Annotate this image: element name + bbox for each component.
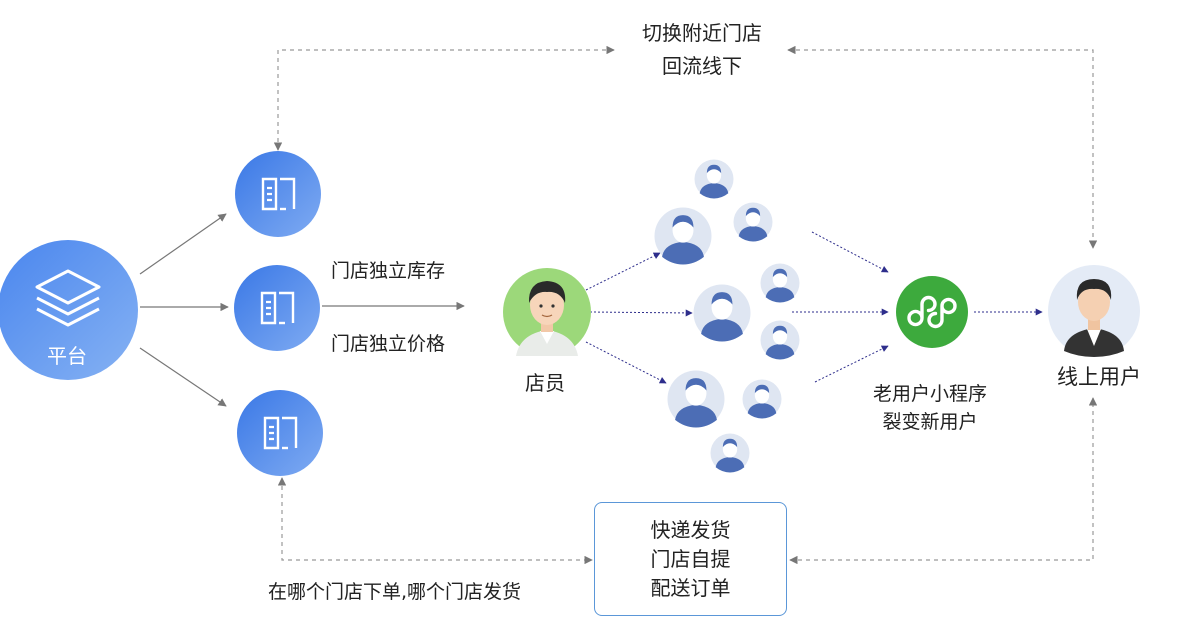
dashed-link-top-right: [787, 45, 1098, 249]
arrow-group3-mini: [814, 345, 889, 383]
online-user-node: [1048, 265, 1140, 357]
user-avatar-icon: [654, 207, 712, 265]
miniprogram-icon: [907, 295, 957, 329]
fulfillment-box: 快递发货 门店自提 配送订单: [594, 502, 787, 616]
dashed-link-bottom-right: [789, 397, 1098, 565]
user-avatar-icon: [694, 159, 734, 199]
user-avatar-icon: [760, 320, 800, 360]
clerk-avatar-icon: [516, 281, 578, 356]
store-node-2: [234, 265, 320, 351]
user-avatar-icon: [760, 263, 800, 303]
miniprogram-node: [896, 276, 968, 348]
user-avatar-icon: [693, 284, 751, 342]
top-label-line2: 回流线下: [662, 54, 742, 78]
online-user-avatar-icon: [1064, 279, 1124, 357]
fulfillment-line1: 快递发货: [650, 517, 731, 542]
clerk-label: 店员: [525, 371, 565, 395]
layers-icon: [35, 269, 101, 327]
top-label-line1: 切换附近门店: [642, 21, 762, 45]
dashed-link-bottom-left: [277, 477, 593, 565]
fulfillment-line2: 门店自提: [650, 546, 731, 571]
user-avatar-group: [654, 159, 800, 473]
user-avatar-icon: [742, 379, 782, 419]
arrow-clerk-group2: [589, 309, 693, 317]
bottom-note: 在哪个门店下单,哪个门店发货: [268, 581, 522, 603]
store-node-3: [237, 390, 323, 476]
arrow-platform-store3: [139, 347, 227, 407]
miniprogram-label-line1: 老用户小程序: [872, 383, 987, 405]
online-user-label: 线上用户: [1057, 365, 1141, 389]
dashed-link-top-left: [273, 45, 615, 151]
user-avatar-icon: [667, 370, 725, 428]
platform-label: 平台: [47, 344, 87, 368]
clerk-node: [503, 268, 591, 356]
price-label: 门店独立价格: [331, 333, 446, 355]
inventory-label: 门店独立库存: [331, 260, 446, 282]
arrow-group1-mini: [811, 231, 889, 273]
platform-node: [0, 240, 138, 380]
arrow-clerk-group3: [585, 341, 667, 384]
arrow-platform-store1: [139, 213, 227, 275]
user-avatar-icon: [710, 433, 750, 473]
miniprogram-label-line2: 裂变新用户: [882, 411, 978, 433]
user-avatar-icon: [733, 202, 773, 242]
fulfillment-line3: 配送订单: [650, 575, 731, 600]
arrow-clerk-group1: [585, 252, 661, 291]
store-node-1: [235, 151, 321, 237]
